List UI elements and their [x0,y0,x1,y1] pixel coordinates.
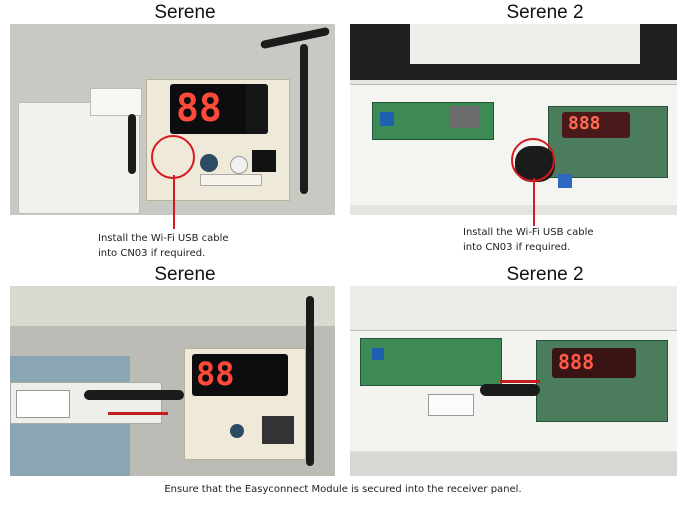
photo-serene2-easyconnect-module: 888 [350,286,677,476]
caption-top-right: Install the Wi-Fi USB cable into CN03 if… [463,225,643,255]
caption-bottom: Ensure that the Easyconnect Module is se… [164,484,522,495]
caption-top-left: Install the Wi-Fi USB cable into CN03 if… [98,231,278,261]
cn03-highlight-ring [151,135,195,179]
photo-serene-pcb-cn03: 88 [10,24,335,215]
caption-top-right-line1: Install the Wi-Fi USB cable [463,227,594,238]
panel-title-serene-bottom: Serene [154,264,216,285]
caption-top-right-line2: into CN03 if required. [463,242,571,253]
panel-title-serene2-bottom: Serene 2 [506,264,584,285]
easyconnect-module [16,390,70,418]
caption-top-left-line1: Install the Wi-Fi USB cable [98,233,229,244]
photo-serene-easyconnect-module: 88 [10,286,335,476]
pointer-line-top-right [533,178,535,226]
cn03-highlight-ring-serene2 [511,138,555,182]
photo-serene2-pcb-cn03: 888 [350,24,677,215]
panel-title-serene2-top: Serene 2 [506,2,584,23]
panel-title-serene-top: Serene [154,2,216,23]
caption-top-left-line2: into CN03 if required. [98,248,206,259]
pointer-line-top-left [173,175,175,229]
